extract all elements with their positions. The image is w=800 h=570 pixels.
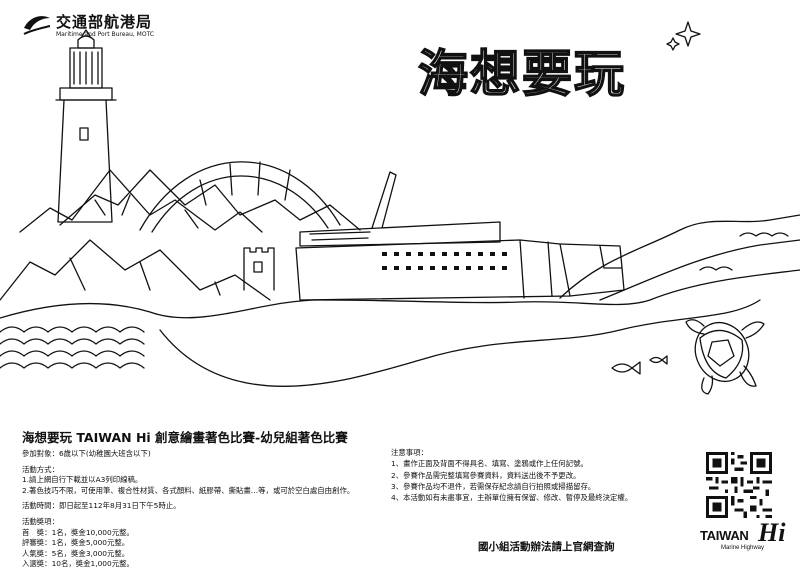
method-heading: 活動方式： — [22, 464, 59, 474]
mountains-front — [0, 239, 271, 301]
org-subtitle: Maritime and Port Bureau, MOTC — [56, 31, 155, 38]
scallop-waves — [0, 326, 145, 369]
brand-hi: Hi — [758, 518, 786, 547]
hills-mid — [19, 169, 263, 233]
method-item: 1.請上網自行下載並以A3列印線稿。 — [22, 475, 143, 485]
taiwan-hi-brand: TAIWAN Hi Marine Highway — [700, 518, 790, 562]
contest-title: 海想要玩 TAIWAN Hi 創意繪畫著色比賽-幼兒組著色比賽 — [22, 430, 348, 445]
wave-lower — [159, 299, 761, 387]
notes-section: 注意事項： 1、畫作正面及背面不得具名、填寫、塗鴉或作上任何記號。 2、參賽作品… — [391, 447, 691, 503]
method-item: 2.著色技巧不限，可使用筆、複合性材質、各式顏料、紙膠帶、撕貼畫…等，或可於空白… — [22, 485, 355, 495]
fish-icon — [611, 355, 668, 375]
arch-bridge — [139, 161, 341, 233]
org-name: 交通部航港局 — [56, 13, 153, 31]
prize-heading: 活動獎項： — [22, 516, 59, 526]
lighthouse-icon — [55, 29, 117, 223]
note-item: 1、畫作正面及背面不得具名、填寫、塗鴉或作上任何記號。 — [391, 459, 588, 469]
eligibility-text: 參加對象：6歲以下(幼稚園大班含以下) — [22, 449, 151, 458]
note-item: 2、參賽作品需完整填寫參賽資料，資料送出後不予更改。 — [391, 470, 581, 480]
wave-main — [0, 269, 800, 319]
prize-item: 人氣獎：5名，獎金3,000元整。 — [22, 548, 130, 558]
page-headline: 海想要玩 — [417, 44, 626, 104]
sparkle-icon — [666, 21, 701, 51]
org-logo-icon — [23, 16, 51, 35]
notes-heading: 注意事項： — [391, 448, 428, 457]
qr-code-icon[interactable] — [706, 452, 772, 518]
contest-info: 海想要玩 TAIWAN Hi 創意繪畫著色比賽-幼兒組著色比賽 參加對象：6歲以… — [22, 427, 382, 570]
ship-icon — [295, 171, 625, 301]
website-note: 國小組活動辦法請上官網查詢 — [478, 541, 615, 553]
fort — [243, 247, 275, 291]
sea-turtle-icon — [685, 319, 765, 395]
note-item: 4、本活動如有未盡事宜，主辦單位擁有保留、修改、暫停及最終決定權。 — [391, 493, 633, 503]
brand-subtitle: Marine Highway — [721, 545, 765, 551]
period-text: 活動時間：即日起至112年8月31日下午5時止。 — [22, 501, 181, 511]
prize-item: 入選獎：10名，獎金1,000元整。 — [22, 559, 134, 569]
prize-item: 評審獎：1名，獎金5,000元整。 — [22, 538, 130, 548]
prize-item: 首 獎：1名，獎金10,000元整。 — [22, 527, 134, 537]
org-logo: 交通部航港局 Maritime and Port Bureau, MOTC — [22, 10, 192, 44]
mountains-back — [59, 169, 361, 231]
brand-word: TAIWAN — [700, 528, 749, 543]
note-item: 3、參賽作品均不退件，若需保存紀念請自行拍照或掃描留存。 — [391, 481, 596, 491]
hills-right — [559, 214, 800, 299]
